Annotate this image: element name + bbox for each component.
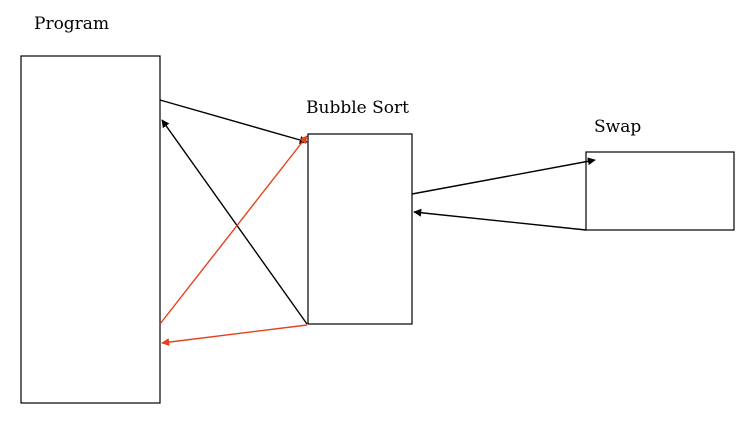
swap-box xyxy=(585,151,735,231)
red-arrow-program-to-bubble-sort xyxy=(159,135,308,325)
program-box xyxy=(20,55,161,404)
red-arrow-bubble-sort-to-program xyxy=(161,324,308,347)
swap-label: Swap xyxy=(594,117,641,137)
arrow-bubble-sort-to-program xyxy=(161,119,308,325)
arrow-swap-to-bubble-sort xyxy=(413,208,587,231)
program-label: Program xyxy=(34,14,109,34)
arrow-bubble-sort-to-swap xyxy=(411,157,596,195)
bubble-sort-label: Bubble Sort xyxy=(306,98,409,118)
bubble-sort-box xyxy=(307,133,413,325)
arrow-program-to-bubble-sort xyxy=(159,99,308,144)
